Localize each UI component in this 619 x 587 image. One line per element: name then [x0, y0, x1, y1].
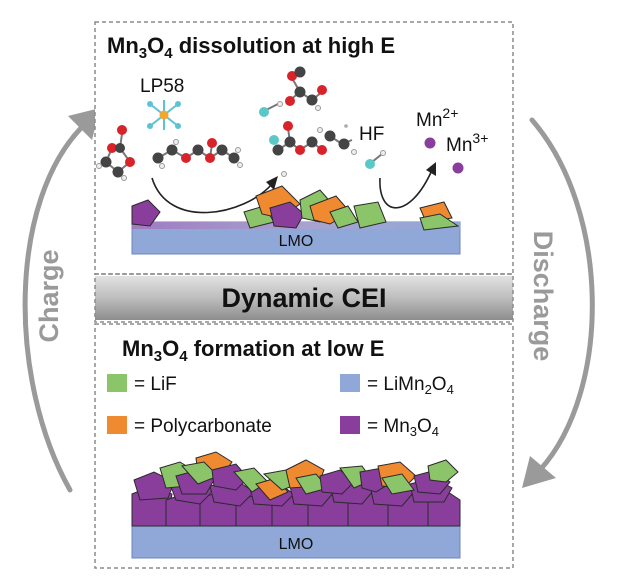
mn2-label: Mn2+ — [416, 105, 458, 131]
discharge-arrow — [522, 117, 595, 488]
hf-label: HF — [359, 124, 384, 145]
dynamic-cei-band — [95, 276, 513, 320]
mn3-ion-icon — [452, 162, 464, 174]
emc-molecule-icon — [152, 138, 243, 169]
ethyl-fragment-icon — [317, 124, 357, 155]
hf-molecule-icon — [365, 150, 386, 169]
ec-molecule-icon — [96, 125, 135, 181]
bottom-lmo-substrate: LMO — [131, 525, 461, 559]
legend-label-limn2o4: = LiMn2O4 — [367, 374, 454, 397]
top-panel-title: Mn3O4 dissolution at high E — [107, 33, 395, 62]
legend-swatch-mn3o4 — [340, 416, 360, 434]
legend-label-mn3o4: = Mn3O4 — [367, 416, 439, 439]
decomposed-molecule-icon — [285, 66, 327, 111]
discharge-label: Discharge — [528, 231, 558, 362]
mn2-ion-icon — [424, 137, 436, 149]
legend-label-polycarbonate: = Polycarbonate — [134, 416, 272, 437]
mn3-label: Mn3+ — [446, 130, 488, 156]
bottom-lmo-label: LMO — [279, 536, 314, 553]
carbonate-fragment-icon — [269, 121, 327, 177]
dynamic-cei-label: Dynamic CEI — [221, 283, 386, 313]
charge-arrow — [22, 108, 100, 493]
charge-label: Charge — [34, 249, 64, 342]
legend-swatch-limn2o4 — [340, 374, 360, 392]
solvent-label: LP58 — [140, 76, 184, 97]
bottom-panel-title: Mn3O4 formation at low E — [122, 336, 384, 365]
h-atom-icon — [259, 101, 283, 117]
legend-swatch-polycarbonate — [107, 416, 127, 434]
legend: = LiF = LiMn2O4 = Polycarbonate = Mn3O4 — [107, 374, 454, 439]
lipf6-molecule-icon — [147, 100, 181, 130]
legend-label-lif: = LiF — [134, 374, 177, 395]
bottom-cei-layer — [131, 451, 461, 527]
top-lmo-label: LMO — [279, 233, 314, 250]
top-surface-particles — [131, 185, 460, 231]
legend-swatch-lif — [107, 374, 127, 392]
dissolution-arrow-icon — [379, 162, 436, 209]
